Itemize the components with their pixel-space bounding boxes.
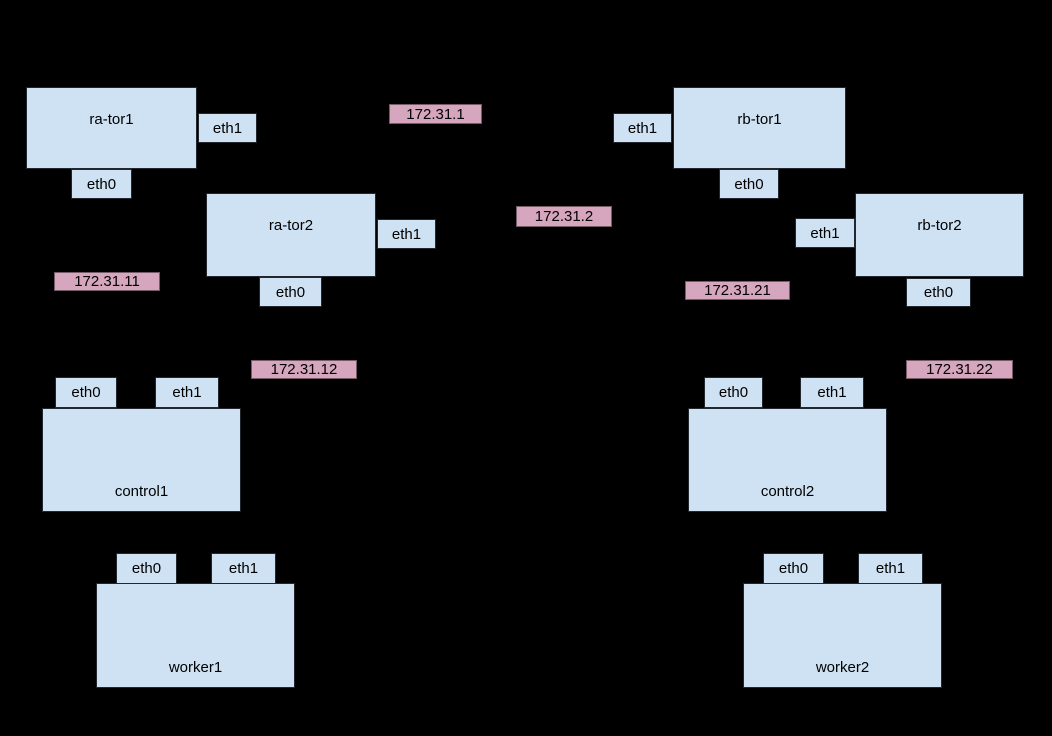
port-ra-tor2-eth1: eth1 bbox=[377, 219, 436, 249]
port-control1-eth0: eth0 bbox=[55, 377, 117, 408]
port-rb-tor2-eth0: eth0 bbox=[906, 278, 971, 307]
port-rb-tor1-eth0: eth0 bbox=[719, 169, 779, 199]
ip-label-ra-tor1-network: 172.31.11 bbox=[54, 272, 160, 291]
node-control1: control1 bbox=[42, 408, 241, 512]
port-worker1-eth0: eth0 bbox=[116, 553, 177, 584]
port-control2-eth1: eth1 bbox=[800, 377, 864, 408]
port-ra-tor1-eth0: eth0 bbox=[71, 169, 132, 199]
node-worker1: worker1 bbox=[96, 583, 295, 688]
port-worker1-eth1: eth1 bbox=[211, 553, 276, 584]
node-control2: control2 bbox=[688, 408, 887, 512]
ip-label-rb-tor2-network: 172.31.22 bbox=[906, 360, 1013, 379]
node-ra-tor1: ra-tor1 bbox=[26, 87, 197, 169]
ip-label-rb-tor1-network: 172.31.21 bbox=[685, 281, 790, 300]
ip-label-ra-tor2-network: 172.31.12 bbox=[251, 360, 357, 379]
port-worker2-eth0: eth0 bbox=[763, 553, 824, 584]
ip-label-tor2-link: 172.31.2 bbox=[516, 206, 612, 227]
port-ra-tor1-eth1: eth1 bbox=[198, 113, 257, 143]
port-rb-tor2-eth1: eth1 bbox=[795, 218, 855, 248]
port-ra-tor2-eth0: eth0 bbox=[259, 277, 322, 307]
port-worker2-eth1: eth1 bbox=[858, 553, 923, 584]
node-worker2: worker2 bbox=[743, 583, 942, 688]
node-rb-tor1: rb-tor1 bbox=[673, 87, 846, 169]
port-rb-tor1-eth1: eth1 bbox=[613, 113, 672, 143]
node-rb-tor2: rb-tor2 bbox=[855, 193, 1024, 277]
ip-label-tor1-link: 172.31.1 bbox=[389, 104, 482, 124]
port-control2-eth0: eth0 bbox=[704, 377, 763, 408]
port-control1-eth1: eth1 bbox=[155, 377, 219, 408]
node-ra-tor2: ra-tor2 bbox=[206, 193, 376, 277]
